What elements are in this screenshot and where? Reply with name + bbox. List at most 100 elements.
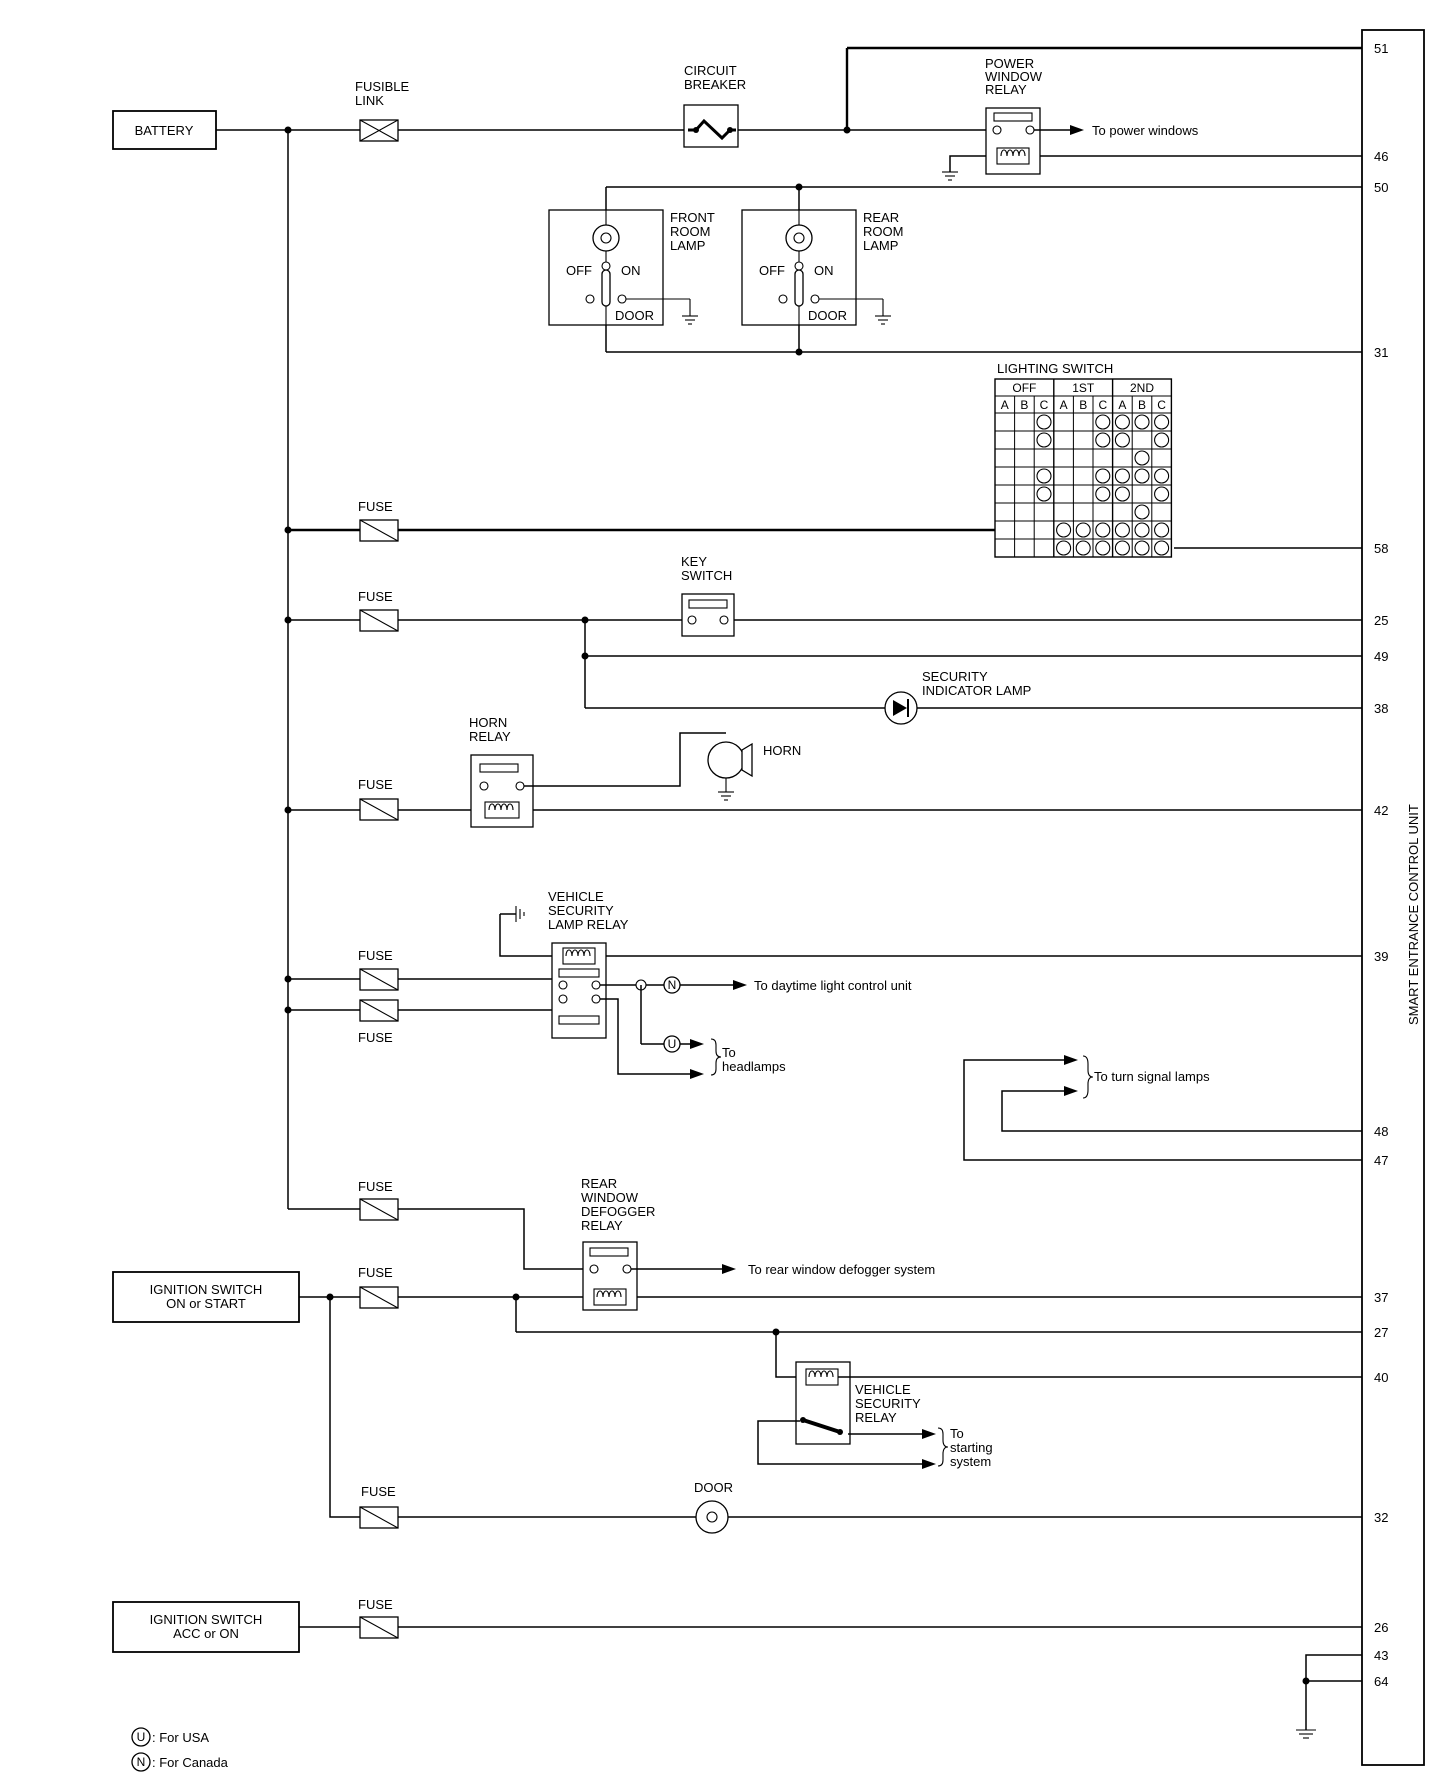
battery: BATTERY — [112, 110, 217, 150]
security-relay-label-2: SECURITY — [855, 1396, 921, 1411]
pin-43: 43 — [1374, 1648, 1388, 1663]
ignition-on-start-label-2: ON or START — [166, 1296, 246, 1311]
rear-room-lamp-label-1: REAR — [863, 210, 899, 225]
vehicle-security-lamp-relay: VEHICLE SECURITY LAMP RELAY — [548, 889, 629, 1039]
battery-bus — [216, 126, 360, 1209]
fuse-lamp-relay-2: FUSE — [358, 999, 399, 1045]
ignition-switch-on-start: IGNITION SWITCH ON or START — [112, 1271, 300, 1323]
pin-numbers: 51 46 50 31 58 25 49 38 42 39 48 47 37 2… — [1374, 41, 1388, 1689]
battery-label: BATTERY — [135, 123, 194, 138]
pin-27: 27 — [1374, 1325, 1388, 1340]
legend: U : For USA N : For Canada — [131, 1727, 229, 1772]
pin-48: 48 — [1374, 1124, 1388, 1139]
door-switch: DOOR — [694, 1480, 733, 1534]
fuse-lamp-relay-2-label: FUSE — [358, 1030, 393, 1045]
security-indicator-lamp: SECURITY INDICATOR LAMP — [884, 669, 1031, 725]
lighting-switch-title: LIGHTING SWITCH — [997, 361, 1113, 376]
horn: HORN — [707, 741, 801, 801]
headlamps-destination-1: To — [722, 1045, 736, 1060]
lighting-switch-contact — [1134, 414, 1150, 430]
lighting-switch-column-a: A — [1118, 398, 1126, 412]
lighting-switch-contact — [1114, 522, 1130, 538]
power-windows-destination: To power windows — [1092, 123, 1199, 138]
lamp-relay-label-1: VEHICLE — [548, 889, 604, 904]
lamp-relay-label-3: LAMP RELAY — [548, 917, 629, 932]
horn-relay-label-1: HORN — [469, 715, 507, 730]
defogger-relay-label-1: REAR — [581, 1176, 617, 1191]
fuse-defogger: FUSE — [358, 1179, 399, 1221]
lighting-switch-contact — [1095, 468, 1111, 484]
lighting-switch-contact — [1075, 522, 1091, 538]
fuse-lighting-label: FUSE — [358, 499, 393, 514]
front-room-lamp-label-3: LAMP — [670, 238, 705, 253]
lighting-switch-column-b: B — [1020, 398, 1028, 412]
ignition-acc-on-label-1: IGNITION SWITCH — [150, 1612, 263, 1627]
rear-room-lamp-label-2: ROOM — [863, 224, 903, 239]
lighting-switch-contact — [1134, 450, 1150, 466]
pin-50: 50 — [1374, 180, 1388, 195]
horn-relay: HORN RELAY — [469, 715, 534, 828]
pin-42: 42 — [1374, 803, 1388, 818]
lighting-switch-position-1st: 1ST — [1072, 381, 1095, 395]
starting-destination-1: To — [950, 1426, 964, 1441]
control-unit-box — [1361, 29, 1425, 1766]
fusible-link-label-2: LINK — [355, 93, 384, 108]
lighting-switch-column-a: A — [1001, 398, 1009, 412]
lighting-switch-contact — [1036, 486, 1052, 502]
pin-38: 38 — [1374, 701, 1388, 716]
power-window-relay-label-1: POWER — [985, 56, 1034, 71]
lighting-switch-position-off: OFF — [1012, 381, 1036, 395]
ignition-on-start-label-1: IGNITION SWITCH — [150, 1282, 263, 1297]
security-indicator-lamp-label-1: SECURITY — [922, 669, 988, 684]
pin-58: 58 — [1374, 541, 1388, 556]
circuit-breaker-label-1: CIRCUIT — [684, 63, 737, 78]
rear-defogger-destination: To rear window defogger system — [748, 1262, 935, 1277]
pin-49: 49 — [1374, 649, 1388, 664]
lighting-switch-contact — [1114, 540, 1130, 556]
front-room-lamp: FRONT ROOM LAMP OFF ON DOOR — [548, 209, 715, 326]
pin-64: 64 — [1374, 1674, 1388, 1689]
door-switch-label: DOOR — [694, 1480, 733, 1495]
front-room-lamp-off: OFF — [566, 263, 592, 278]
legend-u-text: : For USA — [152, 1730, 209, 1745]
rear-room-lamp-door: DOOR — [808, 308, 847, 323]
legend-n-text: : For Canada — [152, 1755, 229, 1770]
starting-destination-2: starting — [950, 1440, 993, 1455]
rear-room-lamp-label-3: LAMP — [863, 238, 898, 253]
horn-relay-label-2: RELAY — [469, 729, 511, 744]
ignition-switch-acc-on: IGNITION SWITCH ACC or ON — [112, 1601, 300, 1653]
lighting-switch-column-c: C — [1157, 398, 1166, 412]
fuse-acc: FUSE — [358, 1597, 399, 1639]
fuse-key: FUSE — [358, 589, 399, 632]
power-window-relay-label-3: RELAY — [985, 82, 1027, 97]
power-window-relay-label-2: WINDOW — [985, 69, 1043, 84]
usa-marker-lamp-relay: U — [668, 1037, 677, 1051]
horn-label: HORN — [763, 743, 801, 758]
fuse-door-label: FUSE — [361, 1484, 396, 1499]
fusible-link: FUSIBLE LINK — [355, 79, 410, 142]
lighting-switch-position-2nd: 2ND — [1130, 381, 1154, 395]
lighting-switch-contact — [1036, 432, 1052, 448]
pin-37: 37 — [1374, 1290, 1388, 1305]
lighting-switch-contact — [1154, 414, 1170, 430]
lighting-switch-contact — [1154, 432, 1170, 448]
control-unit: SMART ENTRANCE CONTROL UNIT — [1361, 29, 1425, 1766]
key-switch-label-2: SWITCH — [681, 568, 732, 583]
key-switch: KEY SWITCH — [681, 554, 735, 637]
pin-40: 40 — [1374, 1370, 1388, 1385]
lighting-switch-contact — [1095, 414, 1111, 430]
rear-window-defogger-relay: REAR WINDOW DEFOGGER RELAY — [581, 1176, 655, 1311]
fuse-ignition: FUSE — [358, 1265, 399, 1309]
starting-destination-3: system — [950, 1454, 991, 1469]
pin-51: 51 — [1374, 41, 1388, 56]
lighting-switch-contact — [1036, 468, 1052, 484]
lighting-switch-contact — [1154, 522, 1170, 538]
pin-32: 32 — [1374, 1510, 1388, 1525]
lighting-switch-contact — [1036, 414, 1052, 430]
daytime-light-destination: To daytime light control unit — [754, 978, 912, 993]
lighting-switch-contact — [1114, 432, 1130, 448]
pin-39: 39 — [1374, 949, 1388, 964]
